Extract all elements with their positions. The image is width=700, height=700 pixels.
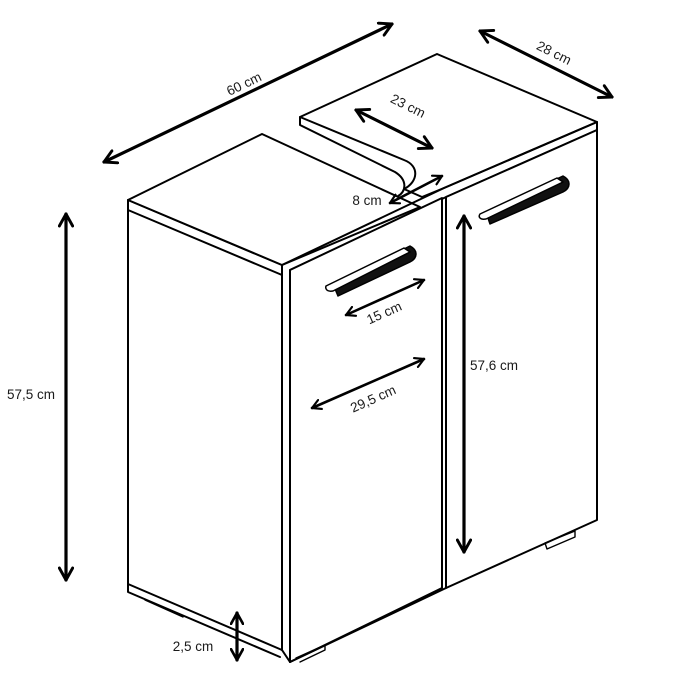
cutout-width-arrow bbox=[388, 176, 444, 203]
left-plinth-edge bbox=[127, 583, 281, 658]
cutout-depth-arrow bbox=[354, 110, 434, 148]
foot-height-label: 2,5 cm bbox=[173, 639, 214, 654]
right-door bbox=[445, 129, 598, 589]
door-width-arrow bbox=[310, 359, 426, 408]
left-door-bottom-corner bbox=[281, 649, 291, 663]
left-top-edge bbox=[127, 199, 283, 276]
width-dimension-arrow bbox=[102, 24, 394, 162]
right-foot bbox=[544, 530, 576, 550]
center-foot bbox=[295, 644, 326, 663]
depth-label: 28 cm bbox=[534, 38, 574, 68]
left-foot bbox=[144, 599, 184, 618]
handle-length-arrow bbox=[344, 280, 426, 315]
left-side-panel bbox=[127, 199, 283, 651]
cutout-width-label: 8 cm bbox=[352, 193, 381, 208]
top-front-edge bbox=[281, 121, 598, 266]
right-door-handle bbox=[478, 175, 570, 225]
total-height-label: 57,5 cm bbox=[7, 387, 55, 402]
depth-dimension-arrow bbox=[478, 31, 614, 97]
door-height-label: 57,6 cm bbox=[470, 358, 518, 373]
cabinet-body bbox=[127, 53, 598, 663]
